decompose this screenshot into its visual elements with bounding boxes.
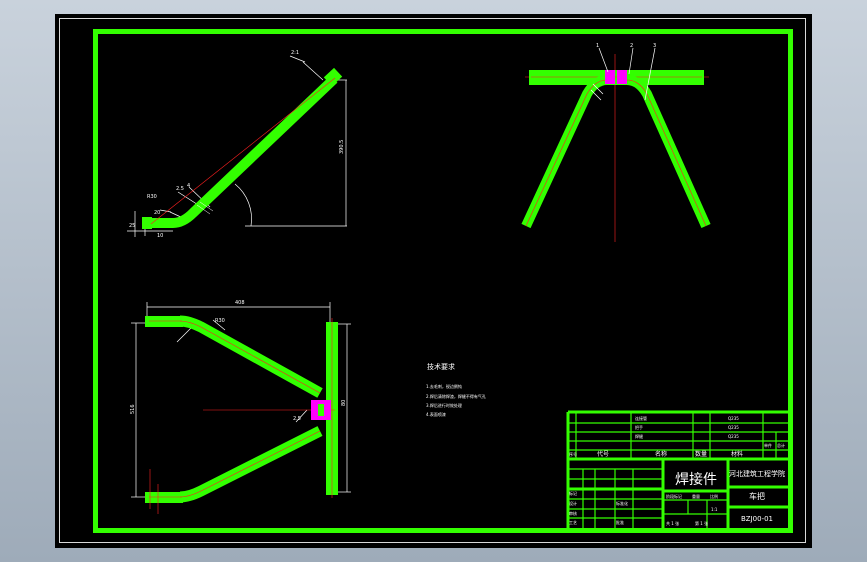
drawing-canvas: 2:1 390.5 2.5 4 R30 20 25 10 [93, 29, 793, 533]
side-view-dim-bend-a: 2.5 [176, 186, 184, 192]
drawing-name: 车把 [749, 491, 765, 501]
top-view-dim-angle: R30 [215, 318, 225, 324]
tech-req-title: 技术要求 [427, 362, 455, 371]
header-total: 总计 [777, 442, 785, 448]
front-view-leaders [590, 47, 656, 101]
side-view-dim-bend-b: 4 [187, 183, 190, 189]
side-view-dim-left-c: 10 [157, 233, 163, 239]
label-weight: 重量 [692, 493, 700, 499]
front-view-balloon-3: 3 [653, 43, 656, 49]
front-view-weld-right [617, 70, 627, 84]
side-view-dim-radius: R30 [147, 194, 157, 200]
top-view-dim-width: 408 [235, 300, 245, 306]
top-view-dim-height: 516 [130, 404, 136, 414]
part-name: 焊接件 [675, 471, 717, 488]
label-check: 审核 [569, 510, 577, 516]
label-approve: 批准 [616, 519, 624, 525]
side-view-top-end [323, 67, 343, 87]
drawing-viewport[interactable]: 2:1 390.5 2.5 4 R30 20 25 10 [55, 14, 812, 548]
tech-req-line-4: 4.表面喷漆 [426, 411, 446, 417]
scale-value: 1:1 [711, 507, 718, 512]
top-view-handle-bottom [145, 492, 183, 503]
label-std: 标准化 [616, 500, 628, 506]
front-view-weld-left [605, 70, 615, 84]
label-mark: 标记 [569, 490, 577, 496]
row1-material: Q235 [728, 416, 739, 421]
row2-name: 把手 [635, 424, 643, 430]
front-view-left-leg [521, 75, 608, 229]
school-name: 河北建筑工程学院 [729, 469, 785, 478]
tech-requirements: 技术要求 1.去毛刺，锐边倒钝 2.焊后清除焊渣，焊缝不得有气孔 3.焊后进行时… [426, 362, 486, 417]
label-sheet: 第 1 张 [695, 520, 708, 526]
side-view-dim-left-b: 25 [129, 223, 135, 229]
front-view-balloon-1: 1 [596, 43, 599, 49]
row2-material: Q235 [728, 425, 739, 430]
side-view-callout: 2:1 [291, 50, 299, 56]
drawing-number: BZJ00-01 [741, 515, 773, 523]
side-view[interactable]: 2:1 390.5 2.5 4 R30 20 25 10 [127, 50, 347, 239]
tech-req-line-1: 1.去毛刺，锐边倒钝 [426, 383, 462, 389]
top-view-dimensions [131, 302, 351, 498]
label-stage: 阶段标记 [666, 493, 682, 499]
row1-name: 连接管 [635, 415, 647, 421]
header-material: 材料 [731, 450, 743, 458]
tech-req-line-2: 2.焊后清除焊渣，焊缝不得有气孔 [426, 393, 486, 399]
title-block-text: 连接管 Q235 把手 Q235 焊缝 Q235 序号 代号 名称 数量 材料 … [569, 415, 785, 526]
side-view-axis [150, 77, 336, 225]
title-block-grid [568, 412, 790, 528]
header-seq: 序号 [569, 451, 577, 457]
front-view-balloon-2: 2 [630, 43, 633, 49]
top-view-dim-clamp: 80 [341, 400, 347, 406]
top-view-dim-weld: 2.5 [293, 416, 301, 422]
label-scale: 比例 [710, 493, 718, 499]
row3-name: 焊缝 [635, 433, 643, 439]
side-view-tube-end [142, 217, 152, 229]
label-design: 设计 [569, 500, 577, 506]
row3-material: Q235 [728, 434, 739, 439]
side-view-dim-height: 390.5 [339, 140, 345, 154]
front-view-right-leg [626, 75, 711, 229]
top-view[interactable]: 408 516 R30 2.5 80 [130, 300, 351, 514]
sheet-outer-frame [59, 18, 806, 543]
top-view-lower-arm [179, 426, 323, 503]
side-view-tube [147, 75, 338, 228]
front-view-crossbar [529, 70, 704, 85]
top-view-handle-top [145, 316, 183, 327]
side-view-dim-left-a: 20 [154, 210, 160, 216]
top-view-upper-arm [179, 315, 323, 398]
label-sheet-total: 共 1 张 [666, 520, 679, 526]
label-process: 工艺 [569, 520, 577, 525]
sheet-border [93, 29, 793, 533]
tech-req-line-3: 3.焊后进行时效处理 [426, 402, 462, 408]
front-view[interactable]: 1 2 3 [521, 43, 711, 242]
header-qty: 数量 [695, 450, 707, 458]
header-code: 代号 [597, 450, 609, 458]
header-name: 名称 [655, 450, 667, 458]
header-single: 单件 [764, 442, 772, 448]
